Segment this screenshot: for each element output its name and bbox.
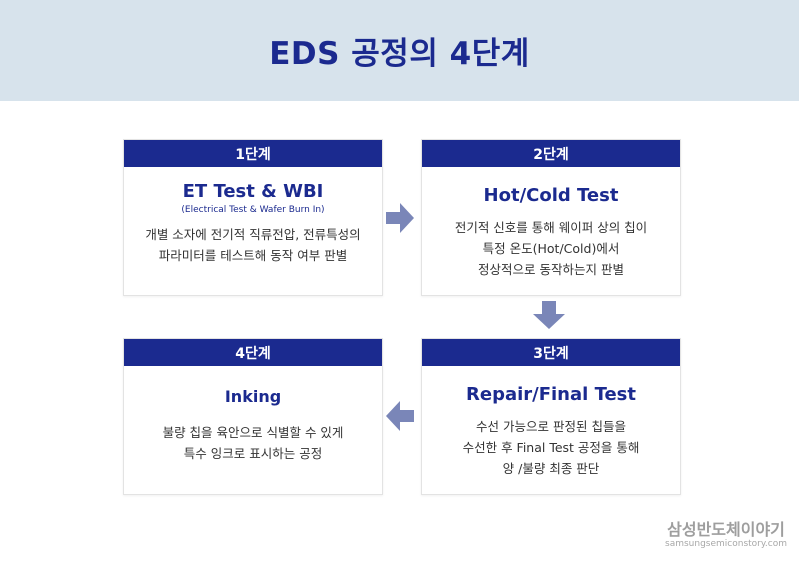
desc-line: 양 /불량 최종 판단: [502, 461, 600, 476]
desc-line: 수선 가능으로 판정된 칩들을: [476, 419, 626, 434]
step-label: 3단계: [422, 339, 680, 366]
desc-line: 수선한 후 Final Test 공정을 통해: [462, 440, 640, 455]
step-description: 수선 가능으로 판정된 칩들을 수선한 후 Final Test 공정을 통해 …: [422, 416, 680, 479]
arrow-down-icon: [533, 301, 565, 329]
step-description: 불량 칩을 육안으로 식별할 수 있게 특수 잉크로 표시하는 공정: [124, 422, 382, 464]
arrow-right-icon: [386, 203, 414, 233]
step-label: 1단계: [124, 140, 382, 167]
desc-line: 불량 칩을 육안으로 식별할 수 있게: [162, 425, 344, 440]
step-card-3: 3단계 Repair/Final Test 수선 가능으로 판정된 칩들을 수선…: [421, 338, 681, 495]
step-card-1: 1단계 ET Test & WBI (Electrical Test & Waf…: [123, 139, 383, 296]
step-card-2: 2단계 Hot/Cold Test 전기적 신호를 통해 웨이퍼 상의 칩이 특…: [421, 139, 681, 296]
header-banner: EDS 공정의 4단계: [0, 0, 799, 101]
brand-watermark: 삼성반도체이야기 samsungsemiconstory.com: [665, 521, 787, 550]
step-title: ET Test & WBI: [182, 181, 324, 202]
desc-line: 정상적으로 동작하는지 판별: [478, 262, 624, 277]
step-label: 2단계: [422, 140, 680, 167]
desc-line: 전기적 신호를 통해 웨이퍼 상의 칩이: [454, 220, 648, 235]
desc-line: 특정 온도(Hot/Cold)에서: [482, 241, 620, 256]
step-title: Repair/Final Test: [466, 384, 636, 405]
step-subtitle: (Electrical Test & Wafer Burn In): [181, 205, 325, 215]
step-description: 개별 소자에 전기적 직류전압, 전류특성의 파라미터를 테스트해 동작 여부 …: [124, 224, 382, 266]
brand-name: 삼성반도체이야기: [667, 520, 785, 539]
desc-line: 파라미터를 테스트해 동작 여부 판별: [158, 248, 348, 263]
brand-url: samsungsemiconstory.com: [665, 539, 787, 549]
step-label: 4단계: [124, 339, 382, 366]
step-description: 전기적 신호를 통해 웨이퍼 상의 칩이 특정 온도(Hot/Cold)에서 정…: [422, 217, 680, 280]
step-title: Inking: [224, 387, 282, 406]
arrow-left-icon: [386, 401, 414, 431]
desc-line: 개별 소자에 전기적 직류전압, 전류특성의: [145, 227, 361, 242]
step-card-4: 4단계 Inking 불량 칩을 육안으로 식별할 수 있게 특수 잉크로 표시…: [123, 338, 383, 495]
step-title: Hot/Cold Test: [483, 185, 619, 206]
page-title: EDS 공정의 4단계: [269, 36, 530, 72]
desc-line: 특수 잉크로 표시하는 공정: [183, 446, 323, 461]
